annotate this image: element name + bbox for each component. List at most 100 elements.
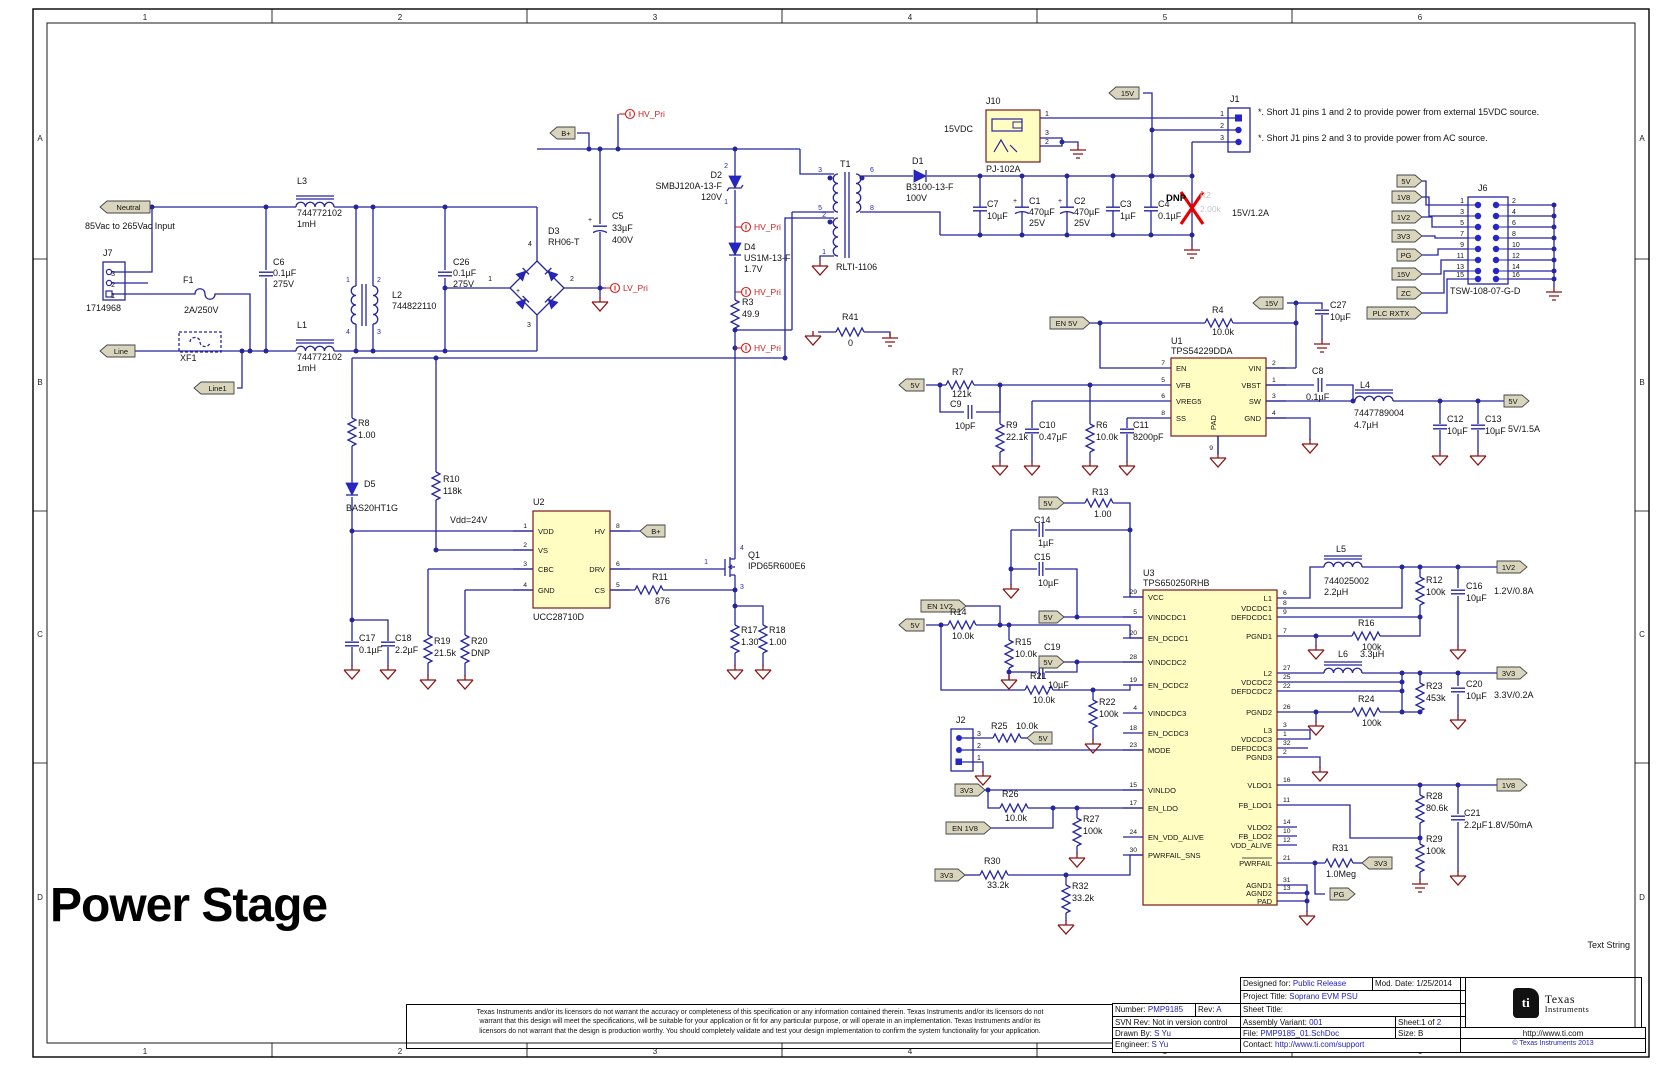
junction-dot bbox=[1399, 564, 1405, 570]
wire bbox=[1045, 662, 1078, 673]
junction-dot bbox=[433, 547, 439, 553]
schematic-text: R17 bbox=[741, 625, 758, 635]
schematic-text: 4 bbox=[528, 241, 532, 248]
schematic-text: 470µF bbox=[1074, 207, 1100, 217]
net-flag-pg: PG bbox=[1329, 887, 1356, 901]
svg-text:B+: B+ bbox=[561, 129, 571, 138]
schematic-text: R18 bbox=[769, 625, 786, 635]
schematic-text: D5 bbox=[364, 479, 376, 489]
wire bbox=[1380, 617, 1421, 637]
symbol-cap bbox=[1038, 561, 1044, 577]
svg-text:21: 21 bbox=[1283, 855, 1291, 862]
schematic-text: R22 bbox=[1099, 697, 1116, 707]
zone-label: 1 bbox=[143, 1047, 148, 1056]
schematic-text: 275V bbox=[453, 279, 474, 289]
svg-text:3V3: 3V3 bbox=[960, 786, 973, 795]
net-flag-pg: PG bbox=[1396, 248, 1423, 262]
schematic-text: R13 bbox=[1092, 487, 1109, 497]
schematic-text: 121k bbox=[952, 389, 972, 399]
schematic-text: 10.0k bbox=[1005, 813, 1028, 823]
schematic-text: 1 bbox=[488, 276, 492, 283]
connector-j7 bbox=[102, 261, 126, 301]
wire bbox=[939, 385, 964, 413]
schematic-text: 15VDC bbox=[944, 124, 974, 134]
svg-text:PWRFAIL: PWRFAIL bbox=[1239, 859, 1272, 868]
wire bbox=[966, 605, 1001, 625]
junction-dot bbox=[1417, 670, 1423, 676]
wire bbox=[1040, 137, 1063, 147]
schematic-text: 1mH bbox=[297, 219, 316, 229]
schematic-text: 100k bbox=[1426, 846, 1446, 856]
schematic-text: 33.2k bbox=[987, 880, 1010, 890]
zone-label: 3 bbox=[653, 13, 658, 22]
symbol-cap bbox=[1038, 522, 1044, 538]
schematic-text: R6 bbox=[1096, 420, 1108, 430]
svg-text:1V2: 1V2 bbox=[1397, 213, 1410, 222]
svg-text:HV_Pri: HV_Pri bbox=[754, 343, 781, 353]
svg-text:FB_LDO1: FB_LDO1 bbox=[1239, 801, 1272, 810]
schematic-text: + bbox=[1058, 198, 1062, 205]
schematic-text: 25V bbox=[1074, 218, 1090, 228]
schematic-text: R14 bbox=[950, 607, 967, 617]
junction-dot bbox=[1064, 232, 1070, 238]
svg-text:EN_VDD_ALIVE: EN_VDD_ALIVE bbox=[1148, 833, 1204, 842]
wire bbox=[1422, 235, 1468, 239]
schematic-text: 1 bbox=[1045, 111, 1049, 118]
junction-dot bbox=[597, 285, 603, 291]
svg-text:PAD: PAD bbox=[1257, 897, 1272, 906]
svg-text:5V: 5V bbox=[1043, 658, 1052, 667]
symbol-ind bbox=[295, 339, 335, 352]
symbol-cap bbox=[1119, 428, 1135, 434]
net-flag-5v: 5V bbox=[1503, 394, 1530, 408]
schematic-text: 1.8V/50mA bbox=[1488, 820, 1533, 830]
junction-dot bbox=[1074, 659, 1080, 665]
net-flag-1v2: 1V2 bbox=[1496, 560, 1528, 574]
schematic-text: R2 bbox=[1200, 190, 1211, 200]
power-port-hv_pri: HV_Pri bbox=[735, 286, 781, 298]
wire bbox=[219, 293, 251, 351]
disclaimer-line: warrant that this design will meet the s… bbox=[479, 1018, 1041, 1026]
svg-text:27: 27 bbox=[1283, 665, 1291, 672]
schematic-text: D2 bbox=[710, 170, 722, 180]
schematic-text: 1.00 bbox=[358, 430, 376, 440]
schematic-text: L4 bbox=[1360, 380, 1370, 390]
junction-dot bbox=[586, 146, 592, 152]
wire bbox=[125, 207, 153, 273]
symbol-gt bbox=[1118, 460, 1136, 476]
junction-dot bbox=[1019, 173, 1025, 179]
symbol-gt bbox=[1298, 910, 1316, 926]
contact-link[interactable]: http://www.ti.com/support bbox=[1275, 1040, 1365, 1049]
junction-dots-layer bbox=[149, 127, 1557, 904]
schematic-text: 1.2V/0.8A bbox=[1494, 586, 1534, 596]
junction-dot bbox=[1110, 173, 1116, 179]
schematic-text: 876 bbox=[655, 596, 670, 606]
symbol-windl bbox=[350, 285, 357, 325]
junction-dot bbox=[1551, 276, 1557, 282]
schematic-text: L6 bbox=[1338, 649, 1348, 659]
symbol-res bbox=[947, 620, 977, 630]
svg-text:16: 16 bbox=[1283, 777, 1291, 784]
symbol-gt bbox=[343, 664, 361, 680]
junction-dot bbox=[1455, 670, 1461, 676]
net-flag-1v8: 1V8 bbox=[1496, 778, 1528, 792]
junction-dot bbox=[353, 348, 359, 354]
symbol-res bbox=[835, 327, 865, 337]
power-port-hv_pri: HV_Pri bbox=[619, 108, 665, 120]
schematic-text: PJ-102A bbox=[986, 164, 1021, 174]
wire bbox=[1062, 141, 1079, 146]
wire bbox=[1143, 92, 1153, 176]
junction-dot bbox=[1090, 687, 1096, 693]
schematic-text: 3 bbox=[111, 271, 115, 278]
ic-U3: U3TPS650250RHB29VCC5VINDCDC120EN_DCDC128… bbox=[1123, 568, 1297, 906]
schematic-text: R21 bbox=[1030, 671, 1047, 681]
schematic-text: R11 bbox=[652, 572, 668, 582]
wire bbox=[735, 605, 764, 625]
wire bbox=[1297, 804, 1420, 839]
svg-text:GND: GND bbox=[538, 586, 555, 595]
schematic-text: RLTI-1106 bbox=[836, 262, 877, 272]
svg-text:1V2: 1V2 bbox=[1502, 563, 1515, 572]
schematic-text: 275V bbox=[273, 279, 294, 289]
schematic-text: 100k bbox=[1426, 587, 1446, 597]
svg-text:HV_Pri: HV_Pri bbox=[754, 287, 781, 297]
